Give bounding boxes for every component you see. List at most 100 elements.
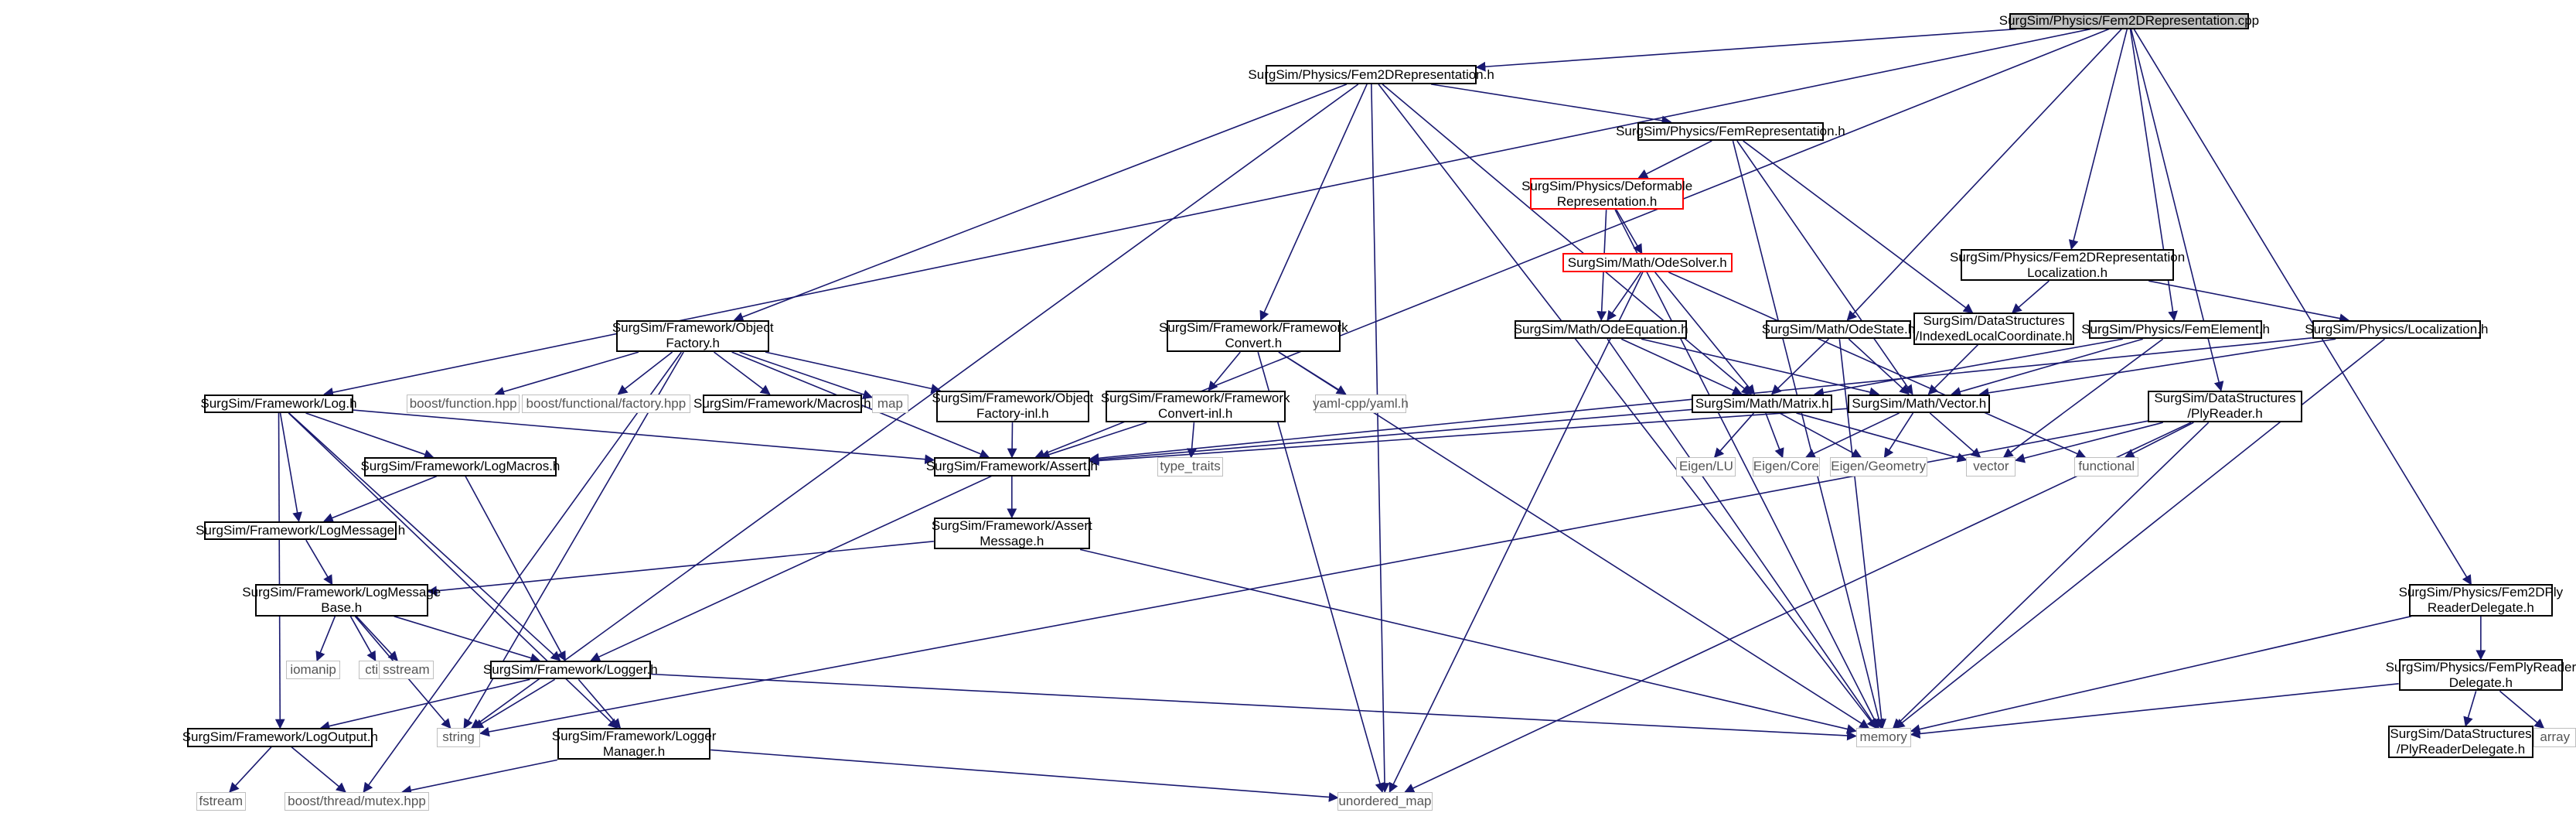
edge-loggermgr-h-to-unordered-map: [710, 749, 1339, 802]
edge-femelement-h-to-vector: [2002, 338, 2164, 458]
node-yaml: yaml-cpp/yaml.h: [1313, 394, 1409, 413]
edge-root-to-fem2dloc-h: [2068, 29, 2128, 251]
edge-femelement-h-to-matrix-h: [1814, 338, 2124, 398]
node-plyreader-h[interactable]: SurgSim/DataStructures /PlyReader.h: [2148, 390, 2302, 423]
node-array: array: [2533, 728, 2576, 747]
node-boost-function: boost/function.hpp: [407, 394, 520, 413]
edge-vector-h-to-vector: [1929, 412, 1981, 459]
node-mutex: boost/thread/mutex.hpp: [284, 791, 430, 811]
edge-log-h-to-logmacros-h: [305, 412, 434, 459]
edge-fem2dloc-h-to-localization-h: [2148, 280, 2349, 323]
edge-fem2dloc-h-to-indexed-h: [2011, 280, 2050, 314]
edge-assert-h-to-logger-h: [590, 475, 992, 661]
edge-fem2dply-h-to-memory: [1910, 615, 2412, 734]
node-type-traits: type_traits: [1157, 457, 1223, 477]
node-logmessage-h[interactable]: SurgSim/Framework/LogMessage.h: [196, 521, 405, 541]
node-vector-h[interactable]: SurgSim/Math/Vector.h: [1848, 394, 1991, 413]
node-log-h[interactable]: SurgSim/Framework/Log.h: [200, 394, 357, 413]
node-objfactoryinl-h[interactable]: SurgSim/Framework/Object Factory-inl.h: [932, 390, 1094, 423]
node-indexed-h[interactable]: SurgSim/DataStructures /IndexedLocalCoor…: [1913, 313, 2075, 345]
edge-odesolver-h-to-odeequation-h: [1607, 272, 1641, 321]
edge-logmsgbase-h-to-iomanip: [315, 616, 336, 662]
edge-vector-h-to-assert-h: [1089, 408, 1849, 466]
edge-root-to-fem2dply-h: [2133, 29, 2472, 586]
edge-localization-h-to-memory: [1894, 338, 2385, 729]
node-femrep-h[interactable]: SurgSim/Physics/FemRepresentation.h: [1616, 121, 1845, 142]
edge-matrix-h-to-eigen-core: [1765, 412, 1784, 459]
node-eigen-geometry: Eigen/Geometry: [1829, 457, 1927, 477]
edge-log-h-to-logmessage-h: [279, 412, 302, 523]
node-odestate-h[interactable]: SurgSim/Math/OdeState.h: [1762, 319, 1915, 340]
node-localization-h[interactable]: SurgSim/Physics/Localization.h: [2305, 319, 2488, 340]
edge-logmsgbase-h-to-sstream: [356, 616, 398, 661]
node-fem2dply-h[interactable]: SurgSim/Physics/Fem2DPly ReaderDelegate.…: [2398, 584, 2564, 617]
dependency-edges: [229, 28, 2545, 802]
edge-fem2drep-h-to-string: [470, 84, 1359, 729]
edge-plyreader-h-to-vector: [2015, 422, 2163, 463]
node-fstream: fstream: [196, 791, 246, 811]
node-logmacros-h[interactable]: SurgSim/Framework/LogMacros.h: [360, 457, 560, 477]
edge-fwconvertinl-h-to-type-traits: [1187, 422, 1197, 459]
node-femply-h[interactable]: SurgSim/Physics/FemPlyReader Delegate.h: [2385, 659, 2576, 692]
edge-odesolver-h-to-matrix-h: [1654, 272, 1756, 395]
edge-objfactory-h-to-boost-function: [494, 351, 639, 397]
node-matrix-h[interactable]: SurgSim/Math/Matrix.h: [1692, 394, 1833, 413]
node-fem2drep-h[interactable]: SurgSim/Physics/Fem2DRepresentation.h: [1248, 65, 1494, 84]
edge-vector-h-to-eigen-core: [1804, 412, 1900, 459]
node-loggermgr-h[interactable]: SurgSim/Framework/Logger Manager.h: [551, 728, 717, 760]
node-odesolver-h[interactable]: SurgSim/Math/OdeSolver.h: [1562, 253, 1733, 272]
node-objfactory-h[interactable]: SurgSim/Framework/Object Factory.h: [612, 319, 774, 353]
edge-logmacros-h-to-logger-h: [465, 476, 566, 662]
edge-femply-h-to-array: [2499, 690, 2545, 729]
edge-femrep-h-to-vector-h: [1736, 140, 1913, 395]
edge-odestate-h-to-memory: [1838, 339, 1887, 729]
node-vector: vector: [1966, 457, 2016, 477]
node-odeequation-h[interactable]: SurgSim/Math/OdeEquation.h: [1514, 319, 1688, 340]
node-logger-h[interactable]: SurgSim/Framework/Logger.h: [483, 660, 658, 680]
edge-matrix-h-to-vector: [1796, 412, 1968, 463]
edge-femply-h-to-plydelegate-h: [2463, 691, 2477, 727]
edge-fem2drep-h-to-femrep-h: [1430, 84, 1672, 126]
edge-logmacros-h-to-logmessage-h: [323, 475, 438, 523]
edge-femrep-h-to-deformable-h: [1637, 140, 1712, 179]
edge-fwconvert-h-to-memory: [1278, 351, 1870, 729]
node-macros-h[interactable]: SurgSim/Framework/Macros.h: [693, 394, 871, 413]
edge-odestate-h-to-vector-h: [1848, 338, 1910, 395]
node-fwconvert-h[interactable]: SurgSim/Framework/Framework Convert.h: [1159, 319, 1348, 353]
edge-matrix-h-to-eigen-lu: [1713, 412, 1755, 459]
edge-log-h-to-assert-h: [353, 409, 935, 465]
edge-deformable-h-to-memory: [1614, 209, 1879, 729]
edge-odesolver-h-to-unordered-map: [1389, 272, 1644, 793]
edge-objfactoryinl-h-to-assert-h: [1007, 422, 1017, 459]
edge-localization-h-to-vector-h: [1978, 338, 2336, 398]
edge-logger-h-to-string: [473, 678, 556, 729]
edge-root-to-fem2drep-h: [1475, 28, 2017, 72]
node-memory: memory: [1855, 728, 1911, 747]
node-eigen-lu: Eigen/LU: [1676, 457, 1736, 477]
edge-logmsgbase-h-to-logger-h: [394, 615, 540, 663]
node-root[interactable]: SurgSim/Physics/Fem2DRepresentation.cpp: [1998, 12, 2260, 29]
node-assert-h[interactable]: SurgSim/Framework/Assert.h: [926, 457, 1098, 477]
node-string: string: [436, 728, 481, 747]
node-deformable-h[interactable]: SurgSim/Physics/Deformable Representatio…: [1521, 177, 1693, 210]
node-assertmsg-h[interactable]: SurgSim/Framework/Assert Message.h: [931, 518, 1092, 550]
node-plydelegate-h[interactable]: SurgSim/DataStructures /PlyReaderDelegat…: [2387, 726, 2534, 758]
node-fwconvertinl-h[interactable]: SurgSim/Framework/Framework Convert-inl.…: [1100, 390, 1290, 423]
edge-logoutput-h-to-mutex: [291, 746, 346, 793]
edge-log-h-to-logoutput-h: [274, 412, 285, 729]
edge-femrep-h-to-indexed-h: [1743, 140, 1974, 314]
edge-plyreader-h-to-unordered-map: [1404, 422, 2192, 793]
edge-logmessage-h-to-logmsgbase-h: [305, 539, 333, 586]
edge-femrep-h-to-memory: [1732, 140, 1884, 729]
edge-objfactory-h-to-objfactoryinl-h: [765, 351, 942, 394]
node-fem2dloc-h[interactable]: SurgSim/Physics/Fem2DRepresentation Loca…: [1949, 248, 2186, 282]
node-map: map: [871, 394, 908, 413]
node-logoutput-h[interactable]: SurgSim/Framework/LogOutput.h: [182, 728, 378, 747]
edge-assertmsg-h-to-logmsgbase-h: [427, 540, 934, 596]
node-femelement-h[interactable]: SurgSim/Physics/FemElement.h: [2081, 319, 2270, 340]
node-logmsgbase-h[interactable]: SurgSim/Framework/LogMessage Base.h: [242, 584, 441, 617]
edge-logger-h-to-memory: [651, 673, 1857, 741]
edge-root-to-odestate-h: [1846, 28, 2122, 321]
edge-fem2drep-h-to-matrix-h: [1382, 84, 1752, 395]
